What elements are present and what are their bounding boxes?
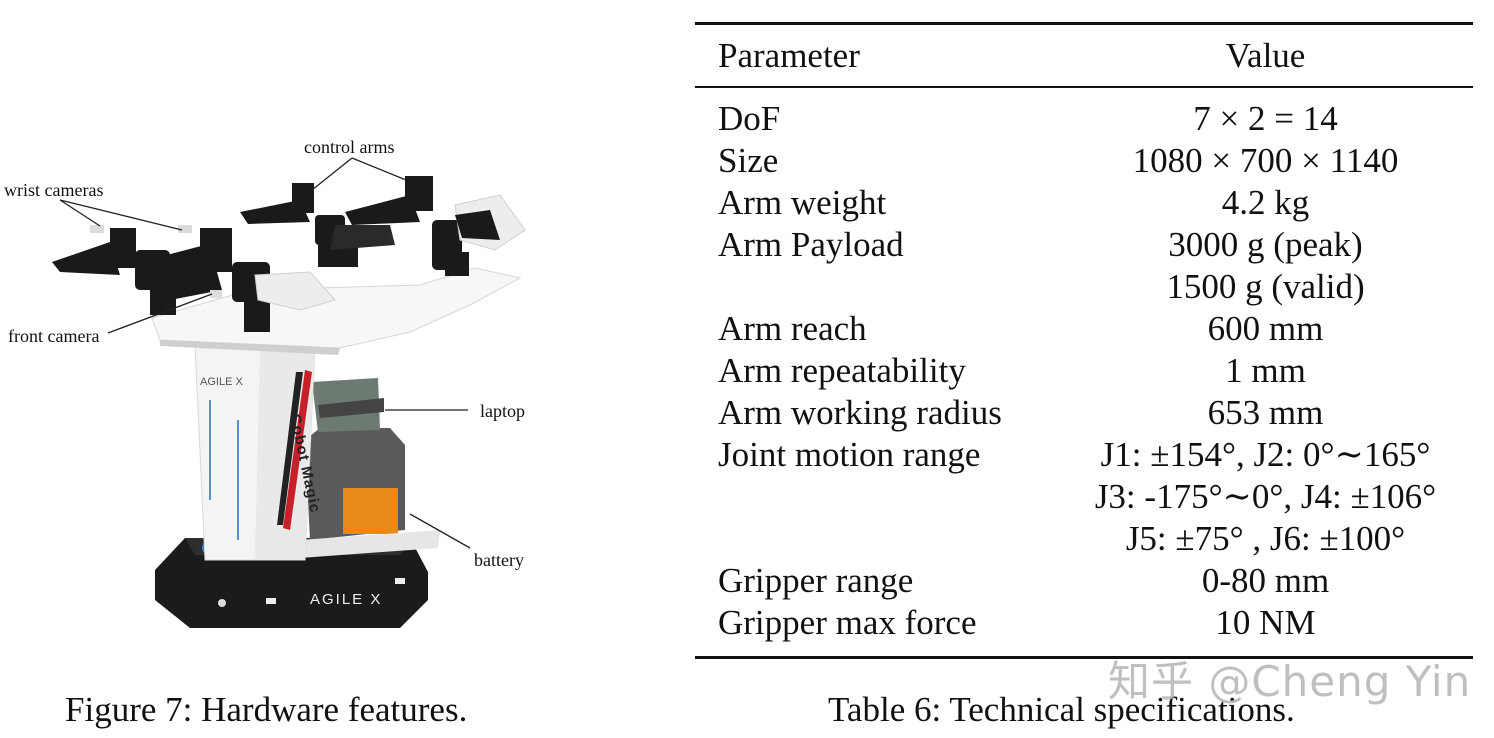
table-row: Arm weight 4.2 kg: [695, 182, 1473, 224]
value-cell: 3000 g (peak): [1168, 225, 1363, 264]
param-cell: Gripper max force: [718, 603, 977, 642]
table-row: Gripper max force 10 NM: [695, 602, 1473, 658]
callout-control-arms: control arms: [304, 137, 395, 157]
value-cell: 7 × 2 = 14: [1193, 99, 1338, 138]
table-caption: Table 6: Technical specifications.: [828, 690, 1295, 729]
value-cell: J3: -175°∼0°, J4: ±106°: [1094, 477, 1437, 516]
param-cell: Arm working radius: [718, 393, 1002, 432]
table-row: Arm Payload 3000 g (peak): [695, 224, 1473, 266]
value-cell: J1: ±154°, J2: 0°∼165°: [1100, 435, 1431, 474]
value-cell: 1 mm: [1225, 351, 1306, 390]
value-cell: 653 mm: [1207, 393, 1324, 432]
value-cell: 600 mm: [1207, 309, 1324, 348]
value-cell: 1500 g (valid): [1166, 267, 1365, 306]
callout-laptop: laptop: [480, 401, 525, 421]
wrist-arm-right: [140, 225, 336, 332]
param-cell: [695, 518, 1058, 560]
control-arm-rear-right: [345, 176, 526, 276]
param-cell: Joint motion range: [718, 435, 981, 474]
battery-unit: [300, 428, 440, 558]
value-cell: J5: ±75° , J6: ±100°: [1125, 519, 1406, 558]
param-cell: Arm repeatability: [718, 351, 966, 390]
base-logo-text: AGILE X: [310, 591, 382, 608]
watermark: 知乎 @Cheng Yin: [1108, 657, 1472, 706]
table-row: Arm reach 600 mm: [695, 308, 1473, 350]
table-row: DoF 7 × 2 = 14: [695, 87, 1473, 140]
laptop-unit: [312, 378, 384, 432]
callout-battery: battery: [474, 550, 524, 570]
table-row: Size 1080 × 700 × 1140: [695, 140, 1473, 182]
param-cell: Arm Payload: [718, 225, 904, 264]
value-cell: 10 NM: [1215, 603, 1316, 642]
table-row: Gripper range 0-80 mm: [695, 560, 1473, 602]
pillar-logo-text: AGILE X: [200, 376, 243, 388]
table-row: Arm repeatability 1 mm: [695, 350, 1473, 392]
callout-lines: [59, 157, 471, 549]
table-header-row: Parameter Value: [695, 23, 1473, 87]
robot-illustration: AGILE X AGILE X Cobot Magic: [52, 157, 526, 628]
param-cell: Arm reach: [718, 309, 867, 348]
specs-table: Parameter Value DoF 7 × 2 = 14 Size 1080 ×…: [695, 22, 1473, 659]
table-row: J3: -175°∼0°, J4: ±106°: [695, 476, 1473, 518]
table-body: DoF 7 × 2 = 14 Size 1080 × 700 × 1140 Arm …: [695, 87, 1473, 658]
value-cell: 0-80 mm: [1201, 561, 1330, 600]
figure-caption: Figure 7: Hardware features.: [65, 690, 468, 729]
table-row: Arm working radius 653 mm: [695, 392, 1473, 434]
hardware-figure: AGILE X AGILE X Cobot Magic: [0, 0, 640, 738]
param-cell: Size: [718, 141, 779, 180]
param-cell: Arm weight: [718, 183, 887, 222]
table-row: 1500 g (valid): [695, 266, 1473, 308]
control-arm-rear-left: [240, 183, 395, 267]
header-value: Value: [1225, 35, 1306, 75]
specs-table-container: Parameter Value DoF 7 × 2 = 14 Size 1080 ×…: [695, 22, 1473, 659]
param-cell: [695, 266, 1058, 308]
table-row: Joint motion range J1: ±154°, J2: 0°∼165°: [695, 434, 1473, 476]
table-row: J5: ±75° , J6: ±100°: [695, 518, 1473, 560]
callout-wrist-cameras: wrist cameras: [4, 180, 104, 200]
body-pillar: AGILE X Cobot Magic: [194, 344, 324, 561]
callout-front-camera: front camera: [8, 326, 100, 346]
header-parameter: Parameter: [718, 35, 860, 75]
param-cell: DoF: [718, 99, 781, 138]
value-cell: 4.2 kg: [1221, 183, 1310, 222]
param-cell: Gripper range: [718, 561, 914, 600]
param-cell: [695, 476, 1058, 518]
value-cell: 1080 × 700 × 1140: [1132, 141, 1399, 180]
